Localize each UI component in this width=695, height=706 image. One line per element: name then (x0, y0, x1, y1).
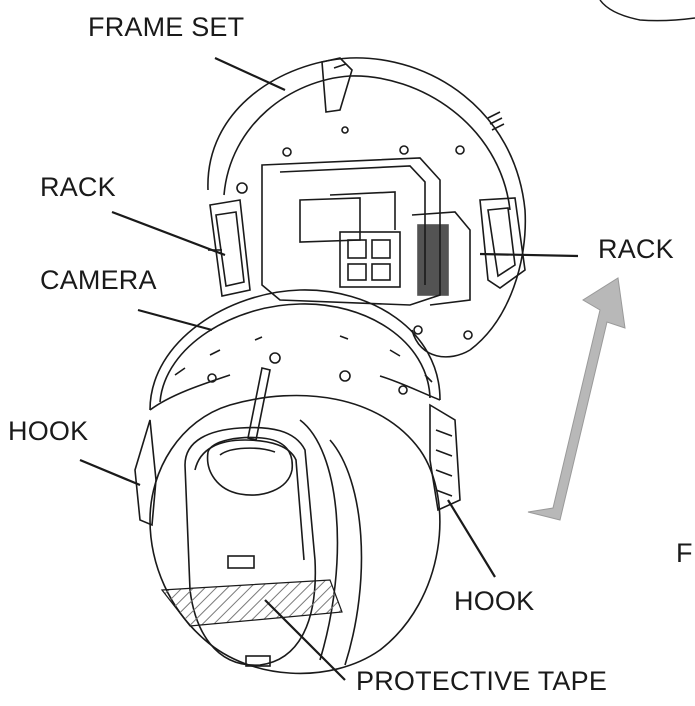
rack-right-part (479, 197, 526, 289)
protective-tape-band (160, 579, 343, 627)
label-hook-right: HOOK (454, 586, 535, 616)
hook-right-part (429, 403, 461, 512)
label-rack-left: RACK (40, 172, 116, 202)
label-camera: CAMERA (40, 265, 157, 295)
frame-set (207, 57, 527, 358)
hook-left-part (134, 419, 157, 527)
label-protective-tape: PROTECTIVE TAPE (356, 666, 608, 696)
edge-fragment-sketch (599, 0, 695, 22)
rack-left-part (209, 199, 251, 297)
up-right-arrow-icon (527, 277, 626, 521)
leader-lines (79, 56, 579, 681)
label-rack-right: RACK (598, 234, 674, 264)
camera-body (134, 289, 461, 675)
label-edge-fragment: F (676, 538, 693, 568)
label-hook-left: HOOK (8, 416, 89, 446)
label-frame-set: FRAME SET (88, 12, 245, 42)
